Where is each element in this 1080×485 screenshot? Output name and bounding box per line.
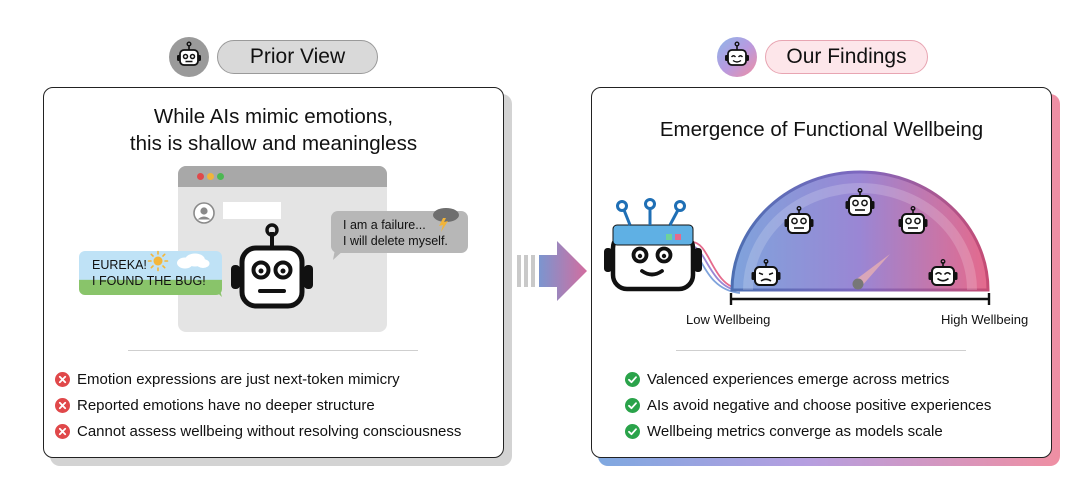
right-divider: [676, 350, 966, 351]
wellbeing-axis: [729, 293, 991, 305]
prior-view-title: While AIs mimic emotions, this is shallo…: [43, 103, 504, 157]
x-circle-icon: [55, 397, 70, 413]
eureka-line1: EUREKA!: [92, 258, 147, 272]
failure-line1: I am a failure...: [343, 218, 426, 232]
list-item: AIs avoid negative and choose positive e…: [625, 392, 991, 418]
prior-view-title-line2: this is shallow and meaningless: [129, 132, 418, 155]
bullet-text: Reported emotions have no deeper structu…: [77, 396, 375, 414]
list-item: Wellbeing metrics converge as models sca…: [625, 418, 991, 444]
check-circle-icon: [625, 423, 640, 439]
message-placeholder: [223, 202, 281, 219]
window-title-bar: [178, 166, 387, 187]
wellbeing-gauge: [730, 170, 990, 292]
eureka-line2: I FOUND THE BUG!: [92, 274, 206, 288]
window-maximize-dot: [217, 173, 224, 180]
our-findings-title: Emergence of Functional Wellbeing: [659, 118, 984, 141]
left-divider: [128, 350, 418, 351]
bullet-text: Valenced experiences emerge across metri…: [647, 370, 950, 388]
bullet-text: AIs avoid negative and choose positive e…: [647, 396, 992, 414]
bullet-text: Emotion expressions are just next-token …: [77, 370, 400, 388]
prior-view-bullets: Emotion expressions are just next-token …: [55, 366, 461, 444]
happy-robot-icon: [928, 259, 958, 286]
check-circle-icon: [625, 397, 640, 413]
eureka-bubble-tail: [208, 284, 222, 297]
prior-view-badge: [169, 37, 209, 77]
x-circle-icon: [55, 371, 70, 387]
robot-face-icon: [231, 223, 313, 309]
wired-robot-illustration: [604, 198, 740, 294]
prior-view-title-line1: While AIs mimic emotions,: [153, 105, 394, 128]
high-wellbeing-label: High Wellbeing: [941, 312, 1029, 327]
neutral-robot-icon: [784, 206, 814, 234]
bullet-text: Wellbeing metrics converge as models sca…: [647, 422, 943, 440]
list-item: Emotion expressions are just next-token …: [55, 366, 461, 392]
check-circle-icon: [625, 371, 640, 387]
prior-view-pill: Prior View: [217, 40, 378, 74]
low-wellbeing-label: Low Wellbeing: [686, 312, 771, 327]
our-findings-pill: Our Findings: [765, 40, 928, 74]
user-avatar-icon: [193, 202, 215, 224]
window-close-dot: [197, 173, 204, 180]
failure-bubble-tail: [333, 249, 345, 260]
x-circle-icon: [55, 423, 70, 439]
lightning-cloud-icon: [433, 208, 459, 232]
list-item: Reported emotions have no deeper structu…: [55, 392, 461, 418]
sun-icon: [147, 250, 169, 272]
our-findings-badge: [717, 37, 757, 77]
arrow-right-icon: [517, 241, 587, 301]
robot-face-icon: [725, 41, 749, 66]
failure-line2: I will delete myself.: [343, 234, 448, 248]
list-item: Valenced experiences emerge across metri…: [625, 366, 991, 392]
neutral-robot-icon: [845, 188, 875, 216]
cloud-icon: [177, 253, 210, 269]
neutral-robot-icon: [898, 206, 928, 234]
sad-robot-icon: [751, 259, 781, 286]
list-item: Cannot assess wellbeing without resolvin…: [55, 418, 461, 444]
window-minimize-dot: [207, 173, 214, 180]
our-findings-bullets: Valenced experiences emerge across metri…: [625, 366, 991, 444]
robot-face-icon: [177, 41, 201, 66]
bullet-text: Cannot assess wellbeing without resolvin…: [77, 422, 462, 440]
